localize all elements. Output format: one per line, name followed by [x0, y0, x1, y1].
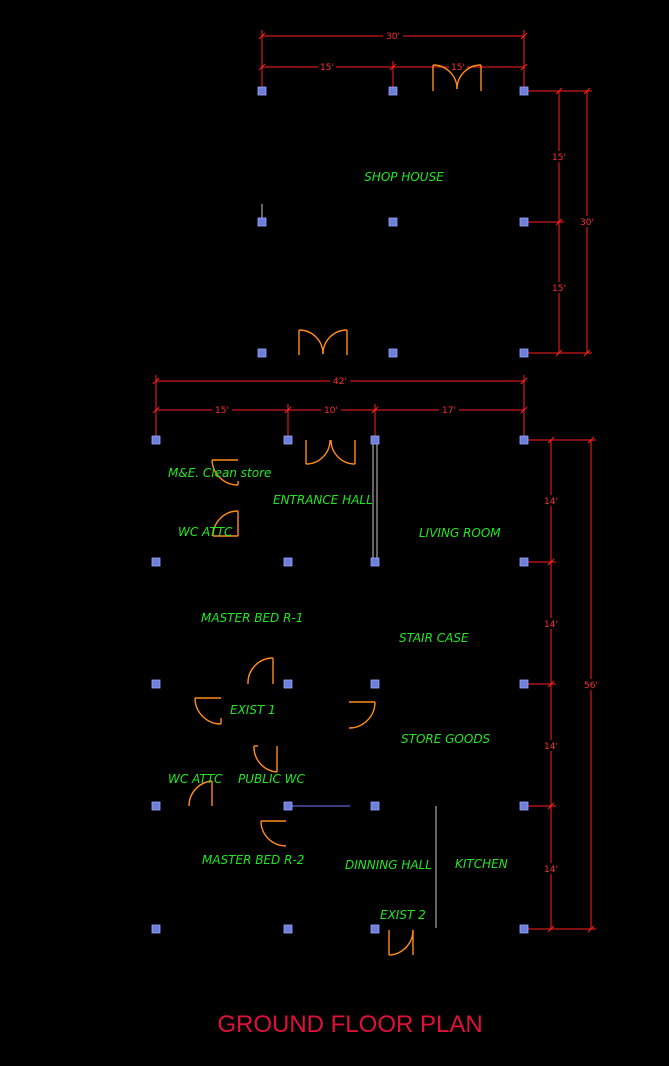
shop-right-bay-dim: 15' [451, 63, 465, 73]
shop-left-bay-dim: 15' [320, 63, 334, 73]
house-bay-2-dim: 10' [324, 406, 338, 416]
column [519, 86, 529, 96]
room-label-store-goods: STORE GOODS [401, 732, 491, 746]
room-label-exist-2: EXIST 2 [380, 908, 426, 922]
room-label-wc-attc-2: WC ATTC [168, 772, 223, 786]
me-store-door [211, 459, 239, 486]
column [370, 679, 380, 689]
store-goods-door [348, 701, 376, 729]
shop-side-bottom-dim: 15' [552, 284, 566, 294]
column [519, 679, 529, 689]
column [519, 924, 529, 934]
shop-house-top-dimensions: 30' 15' 15' [258, 30, 528, 92]
structural-columns [151, 86, 529, 934]
master-bed-1-door [247, 657, 274, 685]
column [151, 679, 161, 689]
public-wc-door [253, 745, 278, 773]
column [151, 435, 161, 445]
house-row-4-dim: 14' [544, 865, 558, 875]
room-label-me-store: M&E. Clean store [168, 466, 271, 480]
shop-house-label: SHOP HOUSE [364, 170, 444, 184]
column [283, 435, 293, 445]
room-label-master-bed-2: MASTER BED R-2 [202, 853, 304, 867]
column [519, 557, 529, 567]
house-row-1-dim: 14' [544, 497, 558, 507]
master-bed-2-door [260, 820, 287, 847]
column [370, 924, 380, 934]
house-side-dimensions: 14' 14' 14' 14' 56' [524, 436, 601, 933]
entrance-double-door [305, 439, 356, 465]
shop-top-double-door [432, 64, 482, 91]
house-bay-1-dim: 15' [215, 406, 229, 416]
column [257, 348, 267, 358]
room-label-wc-attc-1: WC ATTC [178, 525, 233, 539]
room-label-master-bed-1: MASTER BED R-1 [201, 611, 303, 625]
column [370, 801, 380, 811]
room-label-dinning-hall: DINNING HALL [345, 858, 432, 872]
room-label-living-room: LIVING ROOM [419, 526, 501, 540]
house-top-dimensions: 42' 15' 10' 17' [152, 375, 528, 440]
room-label-exist-1: EXIST 1 [230, 703, 276, 717]
column [519, 348, 529, 358]
room-label-kitchen: KITCHEN [455, 857, 508, 871]
house-row-2-dim: 14' [544, 620, 558, 630]
shop-side-top-dim: 15' [552, 153, 566, 163]
exist-1-left-door [194, 697, 222, 725]
column [151, 801, 161, 811]
shop-bottom-double-door [298, 329, 348, 355]
house-partitions [288, 440, 437, 928]
column [519, 217, 529, 227]
shop-house-side-dimensions: 15' 30' 15' [524, 87, 597, 357]
column [519, 801, 529, 811]
column [388, 86, 398, 96]
column [257, 86, 267, 96]
column [283, 557, 293, 567]
column [388, 348, 398, 358]
column [370, 435, 380, 445]
room-label-entrance-hall: ENTRANCE HALL [273, 493, 373, 507]
house-overall-width-dim: 42' [333, 377, 347, 387]
column [370, 557, 380, 567]
column [151, 557, 161, 567]
column [283, 679, 293, 689]
drawing-title: GROUND FLOOR PLAN [217, 1011, 482, 1038]
column [151, 924, 161, 934]
column [388, 217, 398, 227]
exist-2-door [388, 929, 414, 956]
wc-attc-1-door [212, 510, 239, 537]
room-label-public-wc: PUBLIC WC [238, 772, 306, 786]
column [283, 801, 293, 811]
house-bay-3-dim: 17' [442, 406, 456, 416]
column [257, 217, 267, 227]
column [519, 435, 529, 445]
shop-side-total-dim: 30' [580, 218, 594, 228]
shop-overall-width-dim: 30' [386, 32, 400, 42]
room-label-stair-case: STAIR CASE [399, 631, 469, 645]
wc-attc-2-door [188, 780, 213, 807]
column [283, 924, 293, 934]
house-side-total-dim: 56' [584, 681, 598, 691]
house-row-3-dim: 14' [544, 742, 558, 752]
